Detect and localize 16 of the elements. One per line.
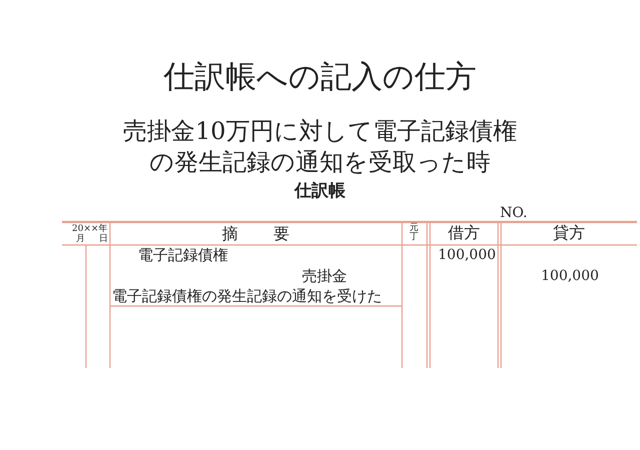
header-label: 月 (76, 234, 85, 244)
header-label: 元丁 (410, 224, 418, 243)
ledger-title: 仕訳帳 (294, 182, 346, 202)
entry-note: 電子記録債権の発生記録の通知を受けた (112, 288, 382, 306)
title: 仕訳帳への記入の仕方 (164, 60, 476, 96)
subtitle: 売掛金10万円に対して電子記録債権の発生記録の通知を受取った時 (122, 116, 518, 178)
amount: 100,000 (438, 247, 496, 264)
amount: 100,000 (541, 268, 599, 284)
account-name: 電子記録債権 (138, 247, 228, 264)
header-label: 摘要 (221, 225, 325, 244)
header-label: 借方 (448, 224, 480, 242)
header-label: 20××年 (72, 224, 108, 234)
header-label: 貸方 (553, 224, 585, 242)
header-label: 日 (99, 234, 108, 244)
number-label: NO. (500, 205, 528, 222)
account-name: 売掛金 (302, 268, 347, 286)
